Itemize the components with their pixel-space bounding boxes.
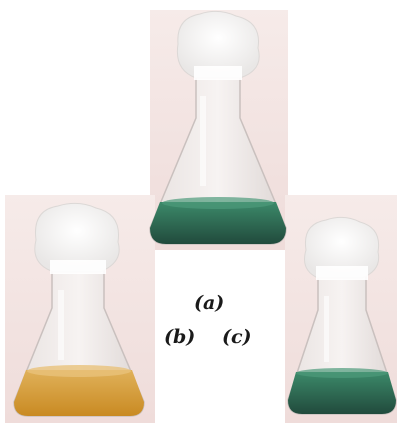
flask-right [287, 216, 397, 415]
label-a: (a) [194, 292, 225, 314]
label-c: (c) [222, 326, 252, 348]
flask-left [13, 202, 145, 417]
label-b: (b) [164, 326, 196, 348]
flask-top [149, 10, 287, 245]
